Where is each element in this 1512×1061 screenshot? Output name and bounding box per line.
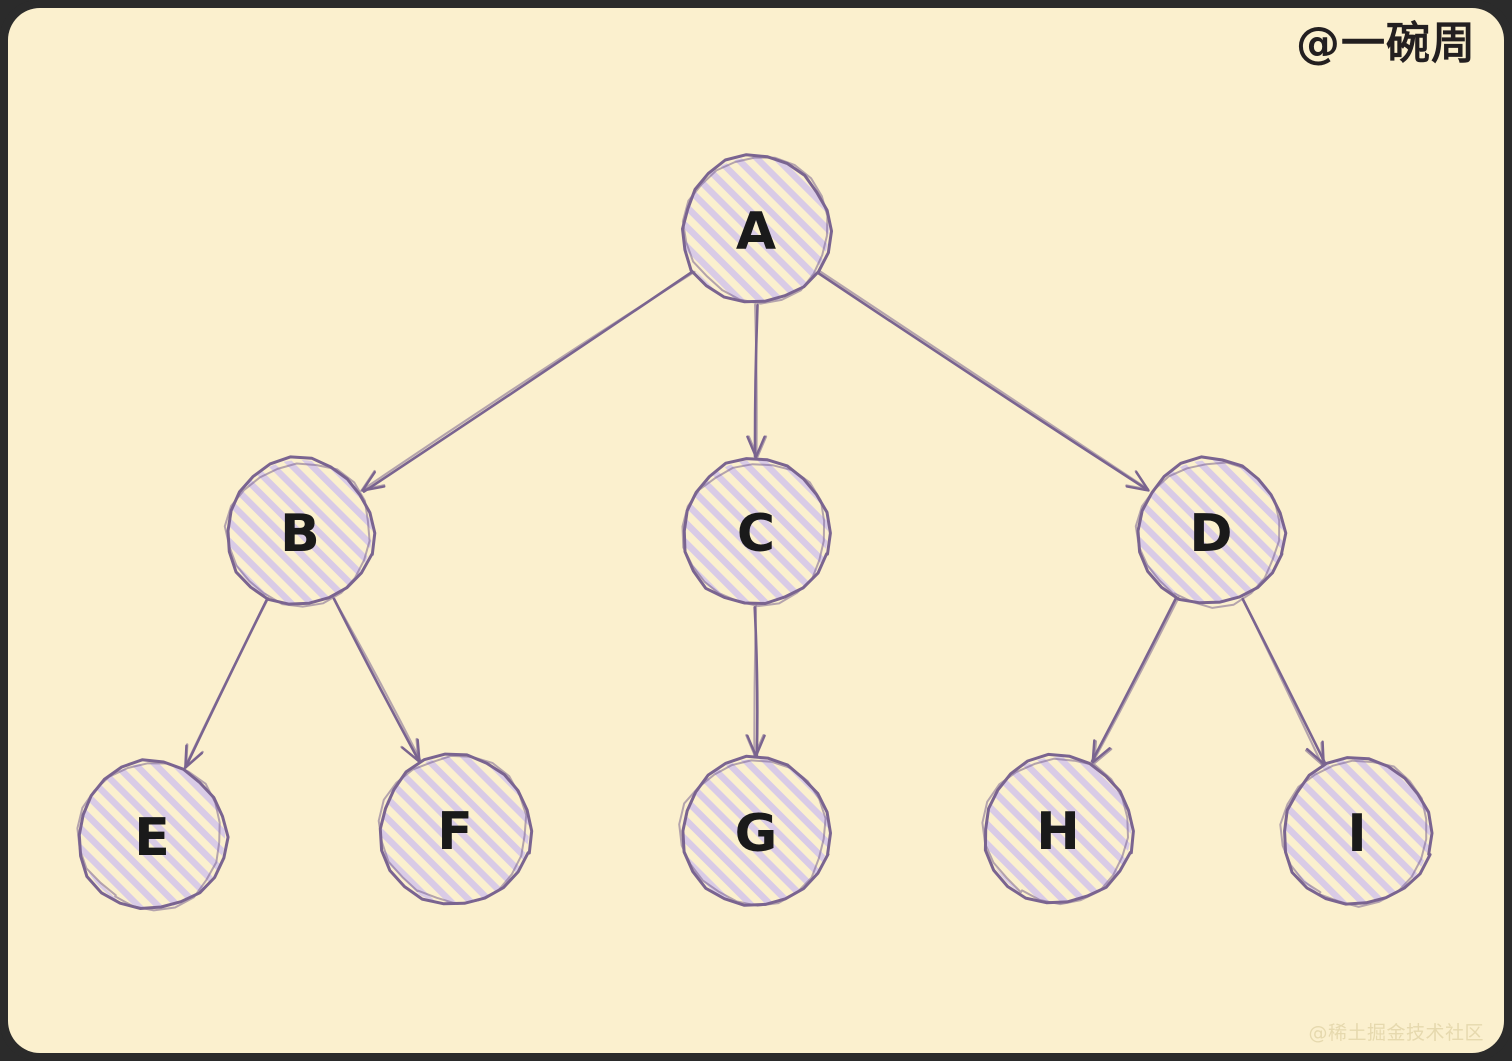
node-fill xyxy=(381,756,529,904)
node-a[interactable]: A xyxy=(681,153,833,305)
arrowhead xyxy=(747,435,768,459)
node-fill xyxy=(683,157,829,303)
node-g[interactable]: G xyxy=(678,754,832,907)
node-label-e: E xyxy=(134,808,170,868)
edge-a-d xyxy=(816,269,1150,492)
edge-a-c xyxy=(746,303,768,459)
node-fill xyxy=(1284,759,1430,905)
node-label-g: G xyxy=(735,804,778,864)
node-c[interactable]: C xyxy=(681,457,832,607)
edge-d-h xyxy=(1090,596,1180,765)
node-fill xyxy=(79,763,225,909)
arrowhead xyxy=(1125,470,1150,491)
node-f[interactable]: F xyxy=(377,752,534,906)
node-fill xyxy=(684,460,828,604)
node-h[interactable]: H xyxy=(981,752,1135,906)
node-b[interactable]: B xyxy=(223,455,377,608)
node-label-c: C xyxy=(737,504,775,564)
edge-b-e xyxy=(183,597,270,769)
node-fill xyxy=(683,759,829,905)
node-label-h: H xyxy=(1036,802,1080,862)
edge-a-b xyxy=(360,270,696,493)
node-fill xyxy=(985,757,1131,903)
node-outline xyxy=(1283,756,1434,906)
watermark-bottom: @稀土掘金技术社区 xyxy=(1308,1022,1484,1044)
arrowhead xyxy=(184,743,204,768)
node-d[interactable]: D xyxy=(1134,455,1288,609)
node-fill xyxy=(228,460,372,604)
node-label-a: A xyxy=(736,202,776,262)
node-outline-secondary xyxy=(981,757,1129,906)
arrowhead xyxy=(400,737,420,763)
arrowhead xyxy=(361,469,386,491)
arrowhead xyxy=(1091,739,1111,764)
arrowhead xyxy=(1093,740,1113,765)
node-outline-secondary xyxy=(1134,461,1281,609)
node-outline-secondary xyxy=(377,754,528,905)
node-label-i: I xyxy=(1347,804,1366,864)
edge-b-f xyxy=(332,596,423,763)
edge-d-i xyxy=(1241,597,1326,767)
node-outline-secondary xyxy=(76,762,221,912)
node-outline-secondary xyxy=(223,462,371,608)
node-outline-secondary xyxy=(681,463,826,607)
node-outline xyxy=(681,153,833,304)
node-label-d: D xyxy=(1189,504,1232,564)
node-label-b: B xyxy=(280,504,320,564)
nodes-layer: A B C D E F G H I xyxy=(76,153,1434,912)
node-fill xyxy=(1139,460,1283,604)
watermark-top: @一碗周 xyxy=(1296,18,1476,69)
node-e[interactable]: E xyxy=(76,758,230,912)
edges-layer xyxy=(183,269,1326,769)
node-label-f: F xyxy=(437,802,473,862)
edge-c-g xyxy=(745,605,766,759)
arrowhead xyxy=(745,734,765,757)
node-outline-secondary xyxy=(1279,759,1428,908)
node-i[interactable]: I xyxy=(1279,756,1434,908)
node-outline-secondary xyxy=(681,156,829,305)
node-outline-secondary xyxy=(678,759,827,907)
